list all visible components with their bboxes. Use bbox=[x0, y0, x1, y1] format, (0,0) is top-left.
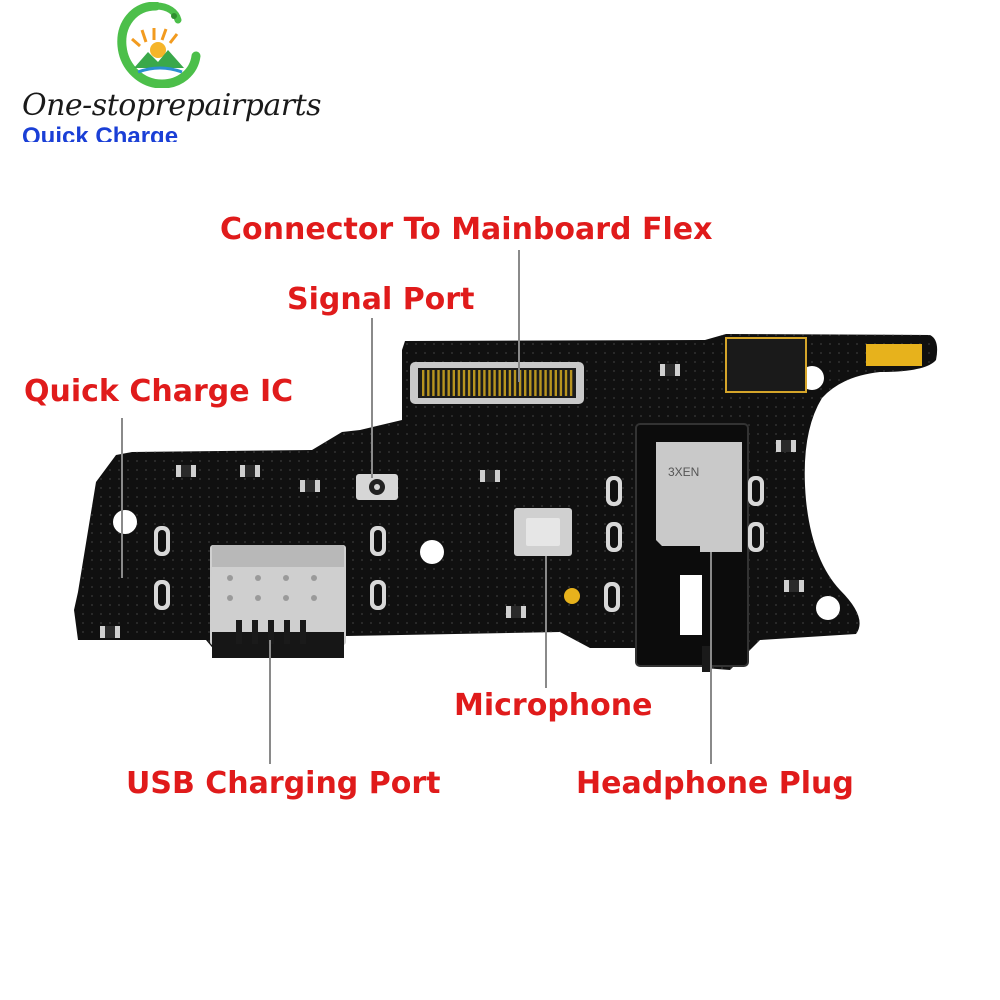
headphone-jack-shape: 3XEN bbox=[635, 423, 749, 672]
label-signal-port: Signal Port bbox=[287, 282, 475, 317]
mount-hole bbox=[420, 540, 444, 564]
mount-hole bbox=[816, 596, 840, 620]
label-microphone: Microphone bbox=[454, 688, 653, 723]
smd-components bbox=[100, 364, 804, 638]
mainboard-connector bbox=[410, 362, 584, 404]
label-connector-to-mainboard-flex: Connector To Mainboard Flex bbox=[220, 212, 713, 247]
label-quick-charge-ic: Quick Charge IC bbox=[24, 374, 294, 409]
dragon-logo-icon bbox=[117, 2, 201, 88]
gold-pad bbox=[564, 588, 580, 604]
mount-hole bbox=[345, 402, 365, 422]
microphone-shape bbox=[514, 508, 572, 556]
mount-hole bbox=[113, 510, 137, 534]
page-subtitle: Quick Charge bbox=[22, 123, 179, 142]
label-usb-charging-port: USB Charging Port bbox=[126, 766, 441, 801]
brand-name: One-stoprepairparts bbox=[22, 88, 322, 123]
side-pads bbox=[154, 476, 764, 612]
signal-port-shape bbox=[356, 474, 398, 500]
jack-marking: 3XEN bbox=[668, 465, 699, 479]
usb-c-port-shape bbox=[210, 545, 346, 658]
top-right-block bbox=[725, 337, 922, 393]
label-headphone-plug: Headphone Plug bbox=[576, 766, 854, 801]
